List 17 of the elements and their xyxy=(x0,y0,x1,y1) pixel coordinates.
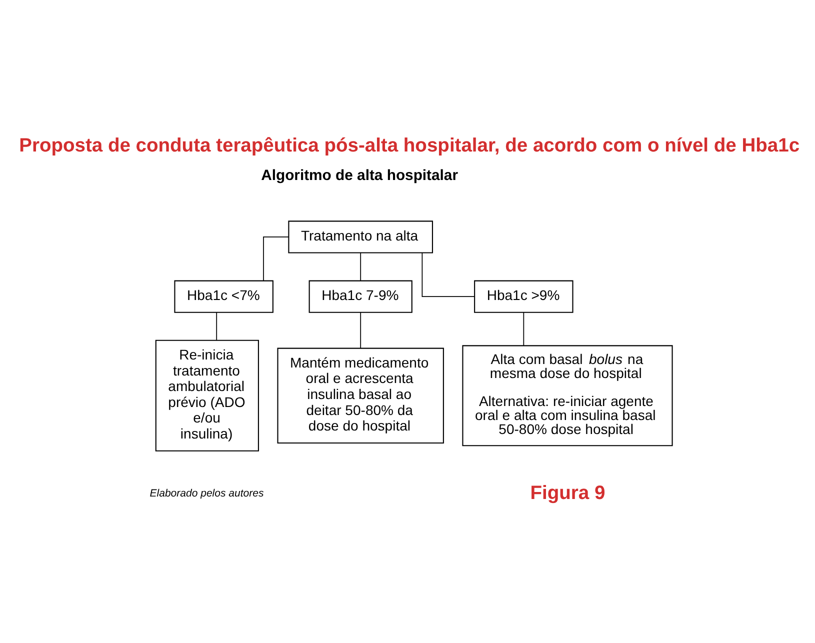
connector xyxy=(263,236,289,281)
label: Algoritmo de alta hospitalar xyxy=(261,168,458,184)
node-box: Re-inicia tratamento ambulatorial prévio (ADO e/ou insulina) xyxy=(155,339,259,451)
label: Figura 9 xyxy=(530,482,606,504)
connector xyxy=(360,312,362,348)
connector xyxy=(360,252,362,280)
node-box: Alta com basal bolus na mesma dose do hospital Alternativa: re-iniciar agente oral e alta com insulina basal 50-80% dose hospital xyxy=(462,344,673,446)
diagram-title: Proposta de conduta terapêutica pós-alta hospitalar, de acordo com o nível de Hba1c xyxy=(19,135,800,156)
connector xyxy=(523,312,524,346)
node-box: Hba1c 7-9% xyxy=(308,280,412,312)
label: Elaborado pelos autores xyxy=(150,487,264,500)
node-box: Tratamento na alta xyxy=(288,220,433,253)
node-box: Hba1c <7% xyxy=(174,280,274,312)
connector xyxy=(216,312,218,340)
node-box: Mantém medicamento oral e acrescenta insulina basal ao deitar 50-80% da dose do hospital xyxy=(277,347,444,443)
node-box: Hba1c >9% xyxy=(474,280,574,312)
connector xyxy=(422,252,475,297)
